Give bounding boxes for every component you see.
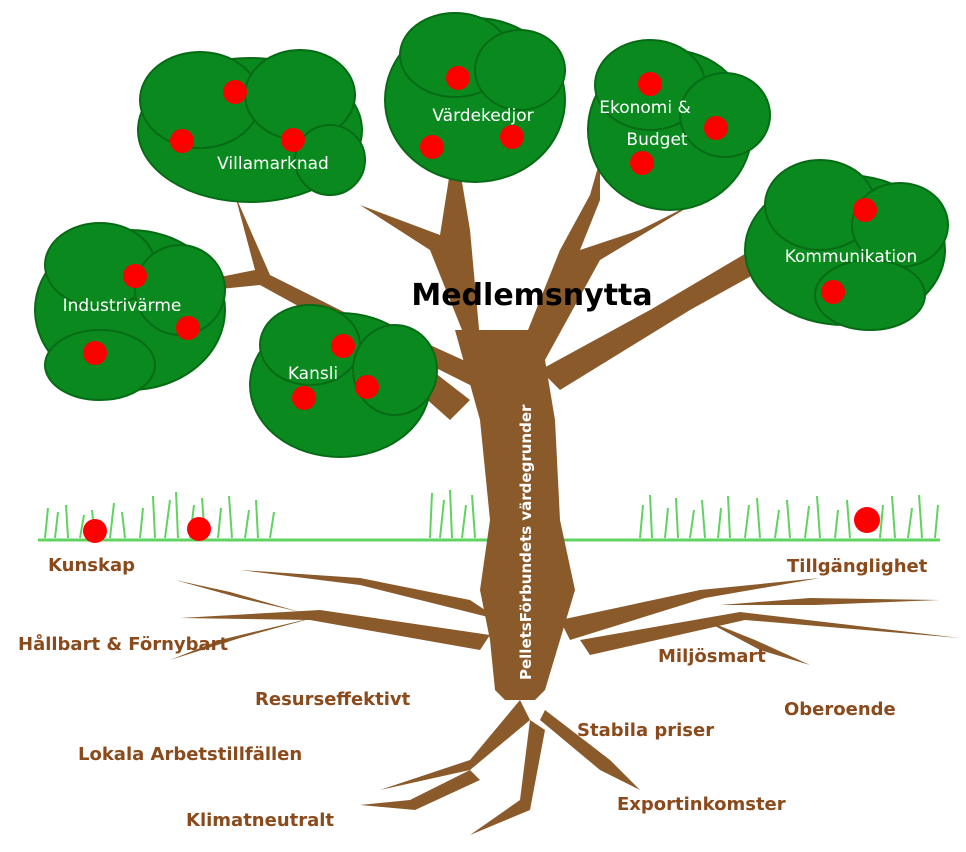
diagram-title: Medlemsnytta bbox=[411, 278, 652, 313]
apple bbox=[638, 72, 662, 96]
label-industrivarme: Industrivärme bbox=[63, 296, 182, 316]
apple bbox=[500, 125, 524, 149]
apple bbox=[704, 116, 728, 140]
root-label-stabila: Stabila priser bbox=[577, 720, 714, 741]
root-label-exportinkomster: Exportinkomster bbox=[617, 794, 786, 815]
apple bbox=[821, 280, 845, 304]
crown-kansli bbox=[250, 305, 437, 457]
apple bbox=[281, 128, 305, 152]
root-label-resurseffektivt: Resurseffektivt bbox=[255, 689, 411, 710]
crown-villamarknad bbox=[138, 50, 365, 202]
root-label-miljosmart: Miljösmart bbox=[658, 646, 766, 667]
apple bbox=[420, 135, 444, 159]
apple bbox=[355, 375, 379, 399]
root-label-kunskap: Kunskap bbox=[48, 555, 135, 576]
label-kommunikation: Kommunikation bbox=[785, 247, 918, 267]
root-label-oberoende: Oberoende bbox=[784, 699, 896, 720]
apple bbox=[223, 80, 247, 104]
apple bbox=[446, 66, 470, 90]
apple bbox=[292, 386, 316, 410]
apple bbox=[83, 341, 107, 365]
apple bbox=[170, 129, 194, 153]
apple bbox=[83, 519, 107, 543]
apple bbox=[854, 507, 880, 533]
apple bbox=[176, 316, 200, 340]
apple bbox=[187, 517, 211, 541]
apple bbox=[853, 198, 877, 222]
label-kansli: Kansli bbox=[288, 364, 338, 384]
label-villamarknad: Villamarknad bbox=[217, 154, 329, 174]
root-label-hallbart: Hållbart & Förnybart bbox=[18, 633, 229, 655]
crown-ekonomi bbox=[588, 40, 770, 210]
trunk-label: PelletsFörbundets värdegrunder bbox=[517, 404, 535, 680]
crown-kommunikation bbox=[745, 160, 948, 330]
crown-vardekedjor bbox=[385, 13, 565, 182]
root-label-klimatneutralt: Klimatneutralt bbox=[186, 810, 334, 831]
label-ekonomi-line1: Ekonomi & bbox=[599, 98, 691, 118]
root-label-tillganglighet: Tillgänglighet bbox=[787, 556, 928, 577]
apple bbox=[630, 151, 654, 175]
label-ekonomi-line2: Budget bbox=[626, 130, 687, 150]
label-vardekedjor: Värdekedjor bbox=[432, 106, 533, 126]
root-label-lokala: Lokala Arbetstillfällen bbox=[78, 744, 302, 765]
apple bbox=[331, 334, 355, 358]
apple bbox=[123, 264, 147, 288]
